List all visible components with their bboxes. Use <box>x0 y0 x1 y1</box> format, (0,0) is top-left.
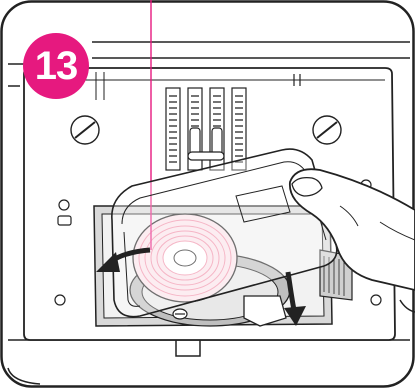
screw-left <box>71 116 99 144</box>
step-number-badge: 13 <box>23 33 89 99</box>
screw-right <box>313 116 341 144</box>
step-number: 13 <box>35 44 78 89</box>
